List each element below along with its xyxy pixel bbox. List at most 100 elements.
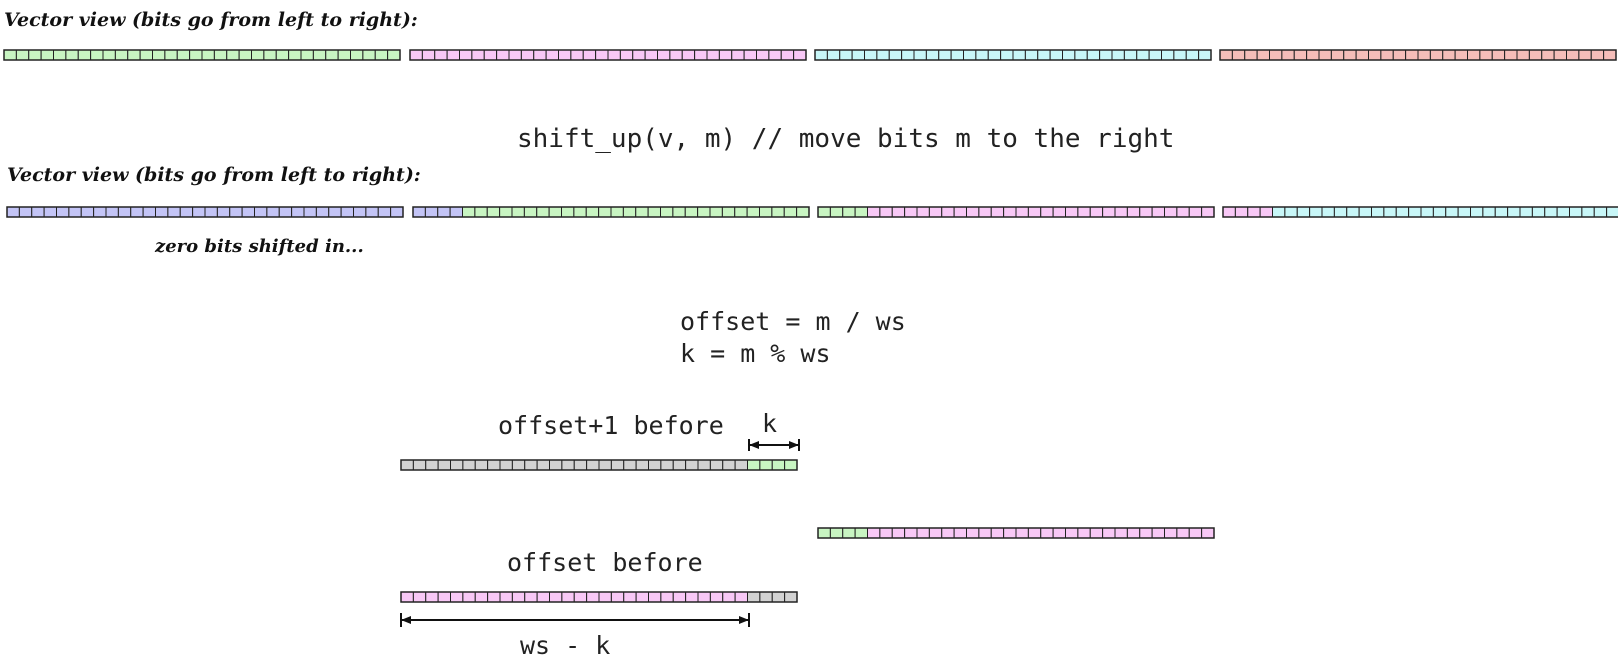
- vector-view-label-bottom: Vector view (bits go from left to right)…: [7, 164, 421, 186]
- original-word-2-bit-cell: [963, 49, 977, 61]
- shifted-word-3-bit-cell: [1333, 206, 1348, 218]
- result-word-0-bit-cell: [1027, 527, 1042, 539]
- result-word-0-bit-cell: [1176, 527, 1190, 539]
- result-word-0-bit-cell: [953, 527, 968, 539]
- original-word-2-bit-cell: [1123, 49, 1138, 61]
- original-word-1-bit-cell: [459, 49, 473, 61]
- shifted-word-3-bit-cell: [1420, 206, 1434, 218]
- original-word-0-bit-cell: [213, 49, 228, 61]
- original-word-1-bit-cell: [421, 49, 436, 61]
- result-word-0-bit-cell: [978, 527, 992, 539]
- shifted-word-1-bit-cell: [796, 206, 810, 218]
- offset-plus-one-word-0-bit-cell: [474, 459, 489, 471]
- original-word-1-bit-cell: [483, 49, 498, 61]
- shifted-word-1-bit-cell: [709, 206, 723, 218]
- original-word-0-bit-cell: [127, 49, 141, 61]
- shifted-word-3-bit-cell: [1247, 206, 1261, 218]
- shifted-word-2-bit-cell: [854, 206, 869, 218]
- original-word-2-bit-cell: [1024, 49, 1039, 61]
- shifted-word-1-bit-cell: [734, 206, 748, 218]
- offset-word-0-bit-cell: [771, 591, 786, 603]
- shifted-word-3-bit-cell: [1432, 206, 1447, 218]
- ws-minus-k-label: ws - k: [520, 631, 610, 660]
- offset-plus-one-word-0-bit-cell: [734, 459, 749, 471]
- offset-word-0-bit-cell: [598, 591, 612, 603]
- result-word-0-bit-cell: [891, 527, 906, 539]
- original-word-0-bit-cell: [77, 49, 92, 61]
- shifted-word-2-bit-cell: [867, 206, 881, 218]
- offset-word-0-bit-cell: [759, 591, 773, 603]
- shifted-word-2-bit-cell: [829, 206, 844, 218]
- offset-word-0-bit-cell: [734, 591, 749, 603]
- shifted-word-1-bit-cell: [635, 206, 649, 218]
- original-word-2-bit-cell: [1037, 49, 1051, 61]
- original-word-1-bit-cell: [545, 49, 560, 61]
- offset-plus-one-word-0-bit-cell: [573, 459, 588, 471]
- original-word-3-bit-cell: [1244, 49, 1258, 61]
- offset-word-0-bit-cell: [524, 591, 538, 603]
- shifted-word-1-bit-cell: [486, 206, 501, 218]
- offset-before-label: offset before: [507, 548, 703, 577]
- original-word-0-bit-cell: [102, 49, 116, 61]
- shifted-word-3-word-outline: [1222, 206, 1618, 218]
- shifted-word-0-bit-cell: [80, 206, 95, 218]
- offset-word-0-bit-cell: [487, 591, 501, 603]
- original-word-2-bit-cell: [1012, 49, 1026, 61]
- original-word-2-bit-cell: [1173, 49, 1187, 61]
- shifted-word-0-bit-cell: [204, 206, 218, 218]
- result-word-0-word-outline: [817, 527, 1215, 539]
- offset-word-0-bit-cell: [400, 591, 414, 603]
- offset-word-0-bit-cell: [586, 591, 600, 603]
- zero-bits-annotation: zero bits shifted in...: [154, 236, 364, 257]
- shifted-word-0-bit-cell: [365, 206, 379, 218]
- result-word-0-bit-cell: [842, 527, 856, 539]
- shifted-word-0-word-outline: [6, 206, 404, 218]
- result-word-0-bit-cell: [854, 527, 869, 539]
- original-word-1-bit-cell: [595, 49, 609, 61]
- original-word-3-bit-cell: [1269, 49, 1283, 61]
- shifted-word-0-bit-cell: [291, 206, 305, 218]
- shifted-word-1-bit-cell: [759, 206, 773, 218]
- result-word-0-bit-cell: [1040, 527, 1054, 539]
- original-word-1-bit-cell: [533, 49, 547, 61]
- original-word-3-bit-cell: [1516, 49, 1530, 61]
- shifted-word-0-bit-cell: [266, 206, 280, 218]
- result-word-0-bit-cell: [1164, 527, 1178, 539]
- original-word-3-bit-cell: [1306, 49, 1320, 61]
- original-word-0-bit-cell: [226, 49, 240, 61]
- original-word-2-word-outline: [814, 49, 1212, 61]
- shifted-word-3-bit-cell: [1234, 206, 1249, 218]
- shifted-word-0-bit-cell: [315, 206, 330, 218]
- offset-word-0-bit-cell: [709, 591, 724, 603]
- shifted-word-1-bit-cell: [684, 206, 699, 218]
- shifted-word-0-bit-cell: [6, 206, 20, 218]
- shifted-word-2-bit-cell: [891, 206, 906, 218]
- original-word-0-bit-cell: [201, 49, 215, 61]
- result-word-0-bit-cell: [829, 527, 844, 539]
- original-word-0-bit-cell: [3, 49, 17, 61]
- original-word-2-bit-cell: [826, 49, 841, 61]
- original-word-3-bit-cell: [1318, 49, 1332, 61]
- offset-plus-one-word-0-bit-cell: [499, 459, 513, 471]
- offset-plus-one-word-0-bit-cell: [660, 459, 674, 471]
- original-word-0-bit-cell: [251, 49, 265, 61]
- shifted-word-3-bit-cell: [1222, 206, 1236, 218]
- shifted-word-0-bit-cell: [18, 206, 33, 218]
- original-word-1-bit-cell: [731, 49, 745, 61]
- shifted-word-2-bit-cell: [1102, 206, 1116, 218]
- shifted-word-3-bit-cell: [1457, 206, 1472, 218]
- offset-word-0-bit-cell: [747, 591, 761, 603]
- original-word-1-bit-cell: [644, 49, 659, 61]
- original-word-2-bit-cell: [950, 49, 965, 61]
- result-word-0-bit-cell: [1126, 527, 1141, 539]
- offset-word-0-bit-cell: [549, 591, 563, 603]
- shifted-word-2-bit-cell: [817, 206, 831, 218]
- original-word-2-bit-cell: [1049, 49, 1064, 61]
- shifted-word-1-bit-cell: [610, 206, 624, 218]
- result-word-0-bit-cell: [867, 527, 881, 539]
- shifted-word-1-bit-cell: [412, 206, 426, 218]
- shifted-word-2-bit-cell: [916, 206, 930, 218]
- original-word-3-word-outline: [1219, 49, 1617, 61]
- original-word-2-bit-cell: [901, 49, 915, 61]
- shifted-word-1-bit-cell: [672, 206, 686, 218]
